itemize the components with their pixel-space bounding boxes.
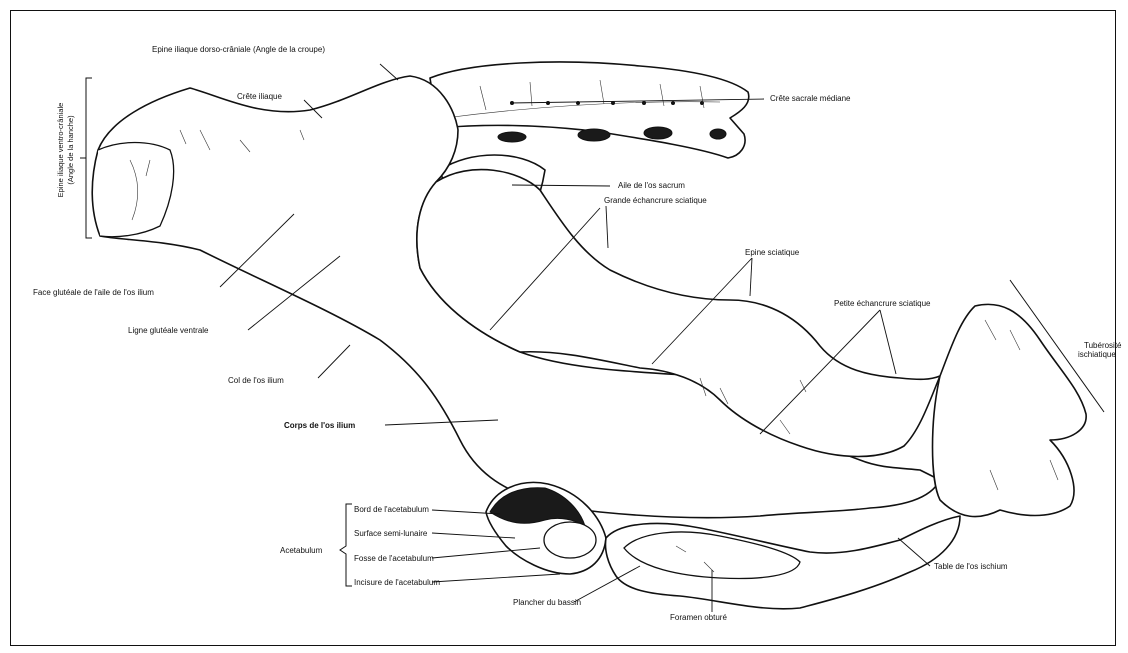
ventro-bracket [80,78,92,238]
label-foramen-obture: Foramen obturé [670,613,727,622]
label-crete-iliaque: Crête iliaque [237,92,282,101]
label-epine-ventro-1: Epine iliaque ventro-crâniale [56,80,65,220]
label-surface-semi: Surface semi-lunaire [354,529,427,538]
label-ligne-glutea: Ligne glutéale ventrale [128,326,209,335]
obturator-floor [605,516,960,609]
label-petite-echancrure: Petite échancrure sciatique [834,299,931,308]
label-aile-sacrum: Aile de l'os sacrum [618,181,685,190]
label-epine-sciatique: Epine sciatique [745,248,799,257]
label-crete-sacrale: Crête sacrale médiane [770,94,850,103]
acetabulum-bracket [340,504,352,586]
label-acetabulum: Acetabulum [280,546,322,555]
label-epine-ventro-2: (Angle de la hanche) [66,80,75,220]
label-table-ischium: Table de l'os ischium [934,562,1008,571]
label-col-ilium: Col de l'os ilium [228,376,284,385]
ischium [933,304,1087,516]
label-fosse-acetabulum: Fosse de l'acetabulum [354,554,434,563]
label-grande-echancrure: Grande échancrure sciatique [604,196,707,205]
label-bord-acetabulum: Bord de l'acetabulum [354,505,429,514]
label-incisure-acetabulum: Incisure de l'acetabulum [354,578,440,587]
label-plancher-bassin: Plancher du bassin [513,598,581,607]
label-epine-dorso: Epine iliaque dorso-crâniale (Angle de l… [152,45,325,54]
label-tuberosite-1: Tubérosité [1084,341,1122,350]
label-tuberosite-2: ischiatique [1078,350,1116,359]
label-corps-ilium: Corps de l'os ilium [284,421,355,430]
label-face-glutea: Face glutéale de l'aile de l'os ilium [33,288,154,297]
sacrum [430,62,749,158]
